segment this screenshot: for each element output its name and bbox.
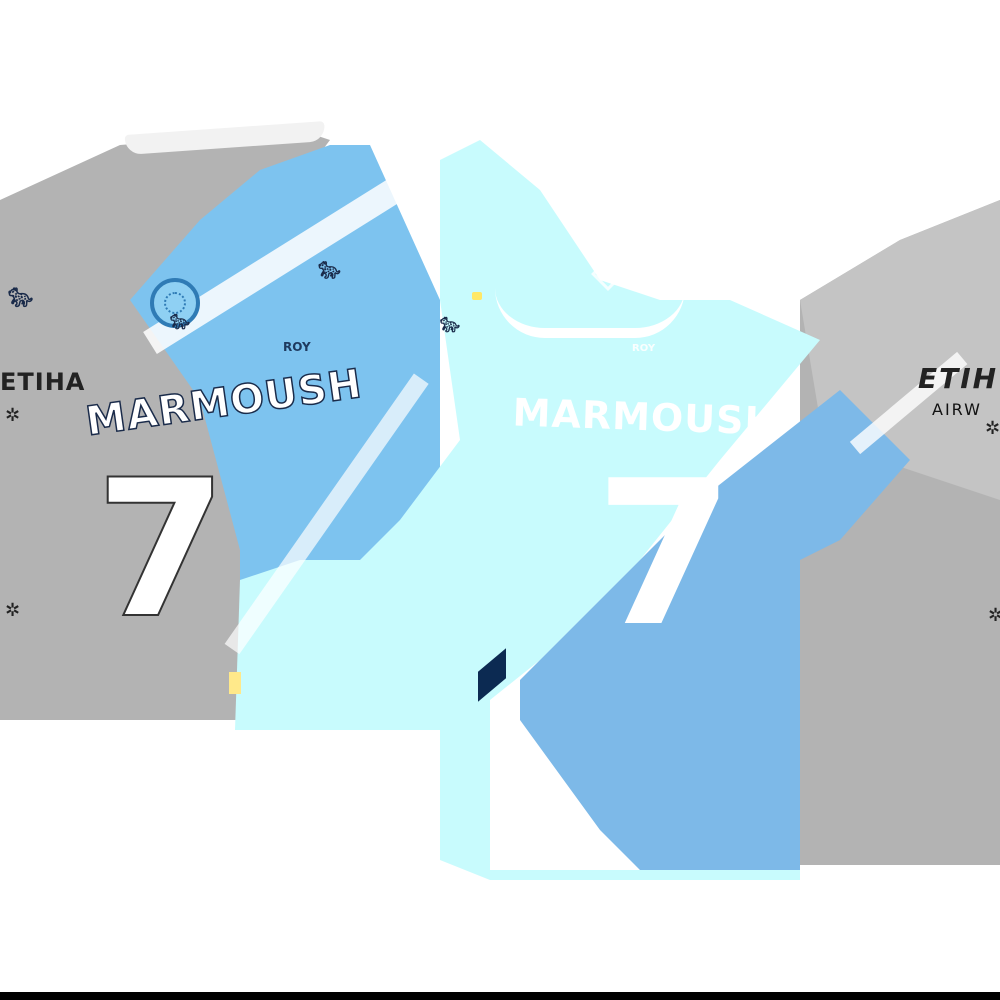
puma-logo-icon: 🐆︎ [318, 260, 341, 281]
bottom-bar [0, 992, 1000, 1000]
club-crest-icon [150, 278, 200, 328]
sponsor-subtext: AIRW [932, 400, 982, 419]
yellow-hem-tag [229, 672, 241, 694]
star-icon: ✲ [5, 405, 21, 426]
player-name: MARMOUSH [511, 390, 778, 444]
neck-label-front: ROY [283, 340, 311, 354]
puma-logo-icon: 🐆︎ [170, 312, 191, 331]
player-number-ghost: 7 [94, 439, 228, 660]
sponsor-logo-text: ETIH [918, 362, 999, 395]
player-number: 7 [595, 438, 735, 671]
crest-inner-ring [164, 292, 186, 314]
neck-label-back: ROY [632, 343, 656, 354]
puma-logo-icon: 🐆︎ [8, 285, 34, 309]
yellow-tag [472, 292, 482, 300]
star-icon: ✲ [985, 418, 1000, 439]
sponsor-ghost-text: ETIHA [0, 368, 86, 396]
star-icon: ✲ [988, 605, 1000, 626]
star-icon: ✲ [5, 600, 21, 621]
back-collar [495, 288, 685, 338]
puma-logo-icon: 🐆︎ [440, 315, 461, 334]
